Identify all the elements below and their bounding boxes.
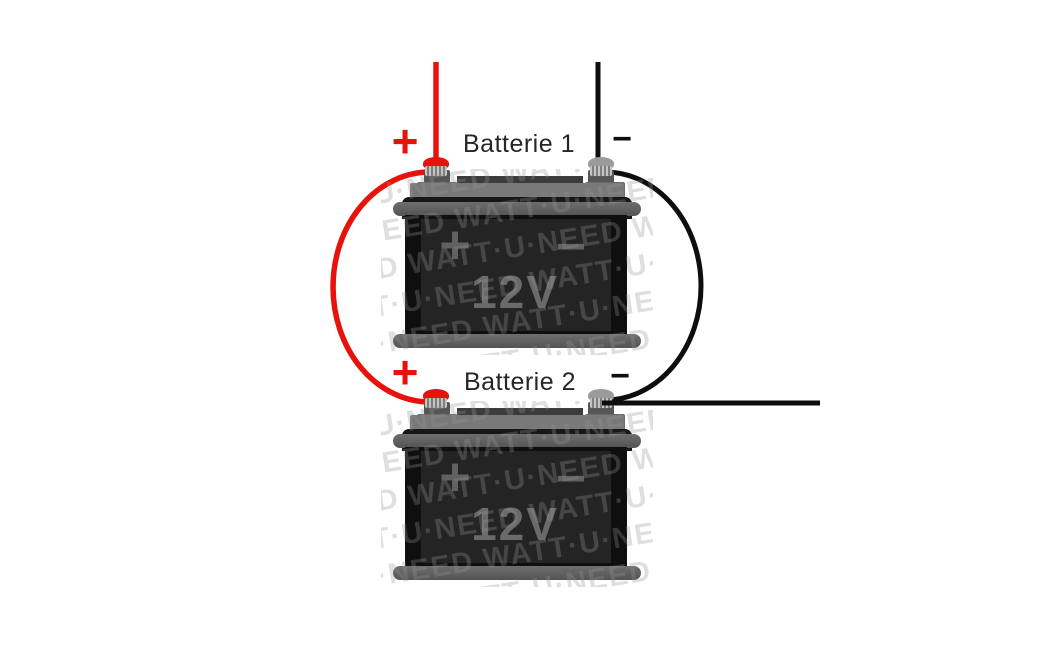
battery-1-top-bar [393,202,641,216]
battery-1-body-panel [421,219,611,331]
battery-1-bottom-bar [393,334,641,348]
battery-2-body [405,447,627,569]
battery-2-bottom-bar [393,566,641,580]
battery-2-positive-sign: + [391,346,419,398]
terminal-clamp-band [425,166,447,176]
positive-link-wire [330,169,431,405]
battery-2-body-minus-icon: − [555,450,587,508]
battery-2-positive-terminal-cap [423,389,449,411]
battery-1-top-strip [457,176,583,185]
battery-1-negative-terminal-cap [588,157,614,179]
battery-2-voltage-label: 12V [471,498,559,550]
battery-1-body-minus-icon: − [555,218,587,276]
battery-1-negative-sign: − [612,119,632,158]
terminal-clamp-band [590,166,612,176]
terminal-clamp-band [590,398,612,408]
battery-2-negative-sign: − [610,356,630,395]
battery-2-body-panel [421,451,611,563]
battery-2-label: Batterie 2 [463,367,576,396]
battery-2-top-bar [393,434,641,448]
terminal-clamp-band [425,398,447,408]
battery-2-lid [410,415,624,431]
battery-2: + − 12V WATT·U·NEED WATT·U·NEED WATT·U·N… [381,389,653,587]
battery-1-positive-terminal-cap [423,157,449,179]
battery-1-positive-sign: + [391,115,419,167]
battery-1: + − 12V WATT·U·NEED WATT·U·NEED WATT·U·N… [381,157,653,355]
battery-1-lid [410,183,624,199]
negative-link-wire [604,169,704,403]
battery-2-top-strip [457,408,583,417]
battery-1-voltage-label: 12V [471,266,559,318]
battery-1-body [405,215,627,337]
battery-2-negative-terminal-cap [588,389,614,411]
battery-1-label: Batterie 1 [462,129,575,158]
